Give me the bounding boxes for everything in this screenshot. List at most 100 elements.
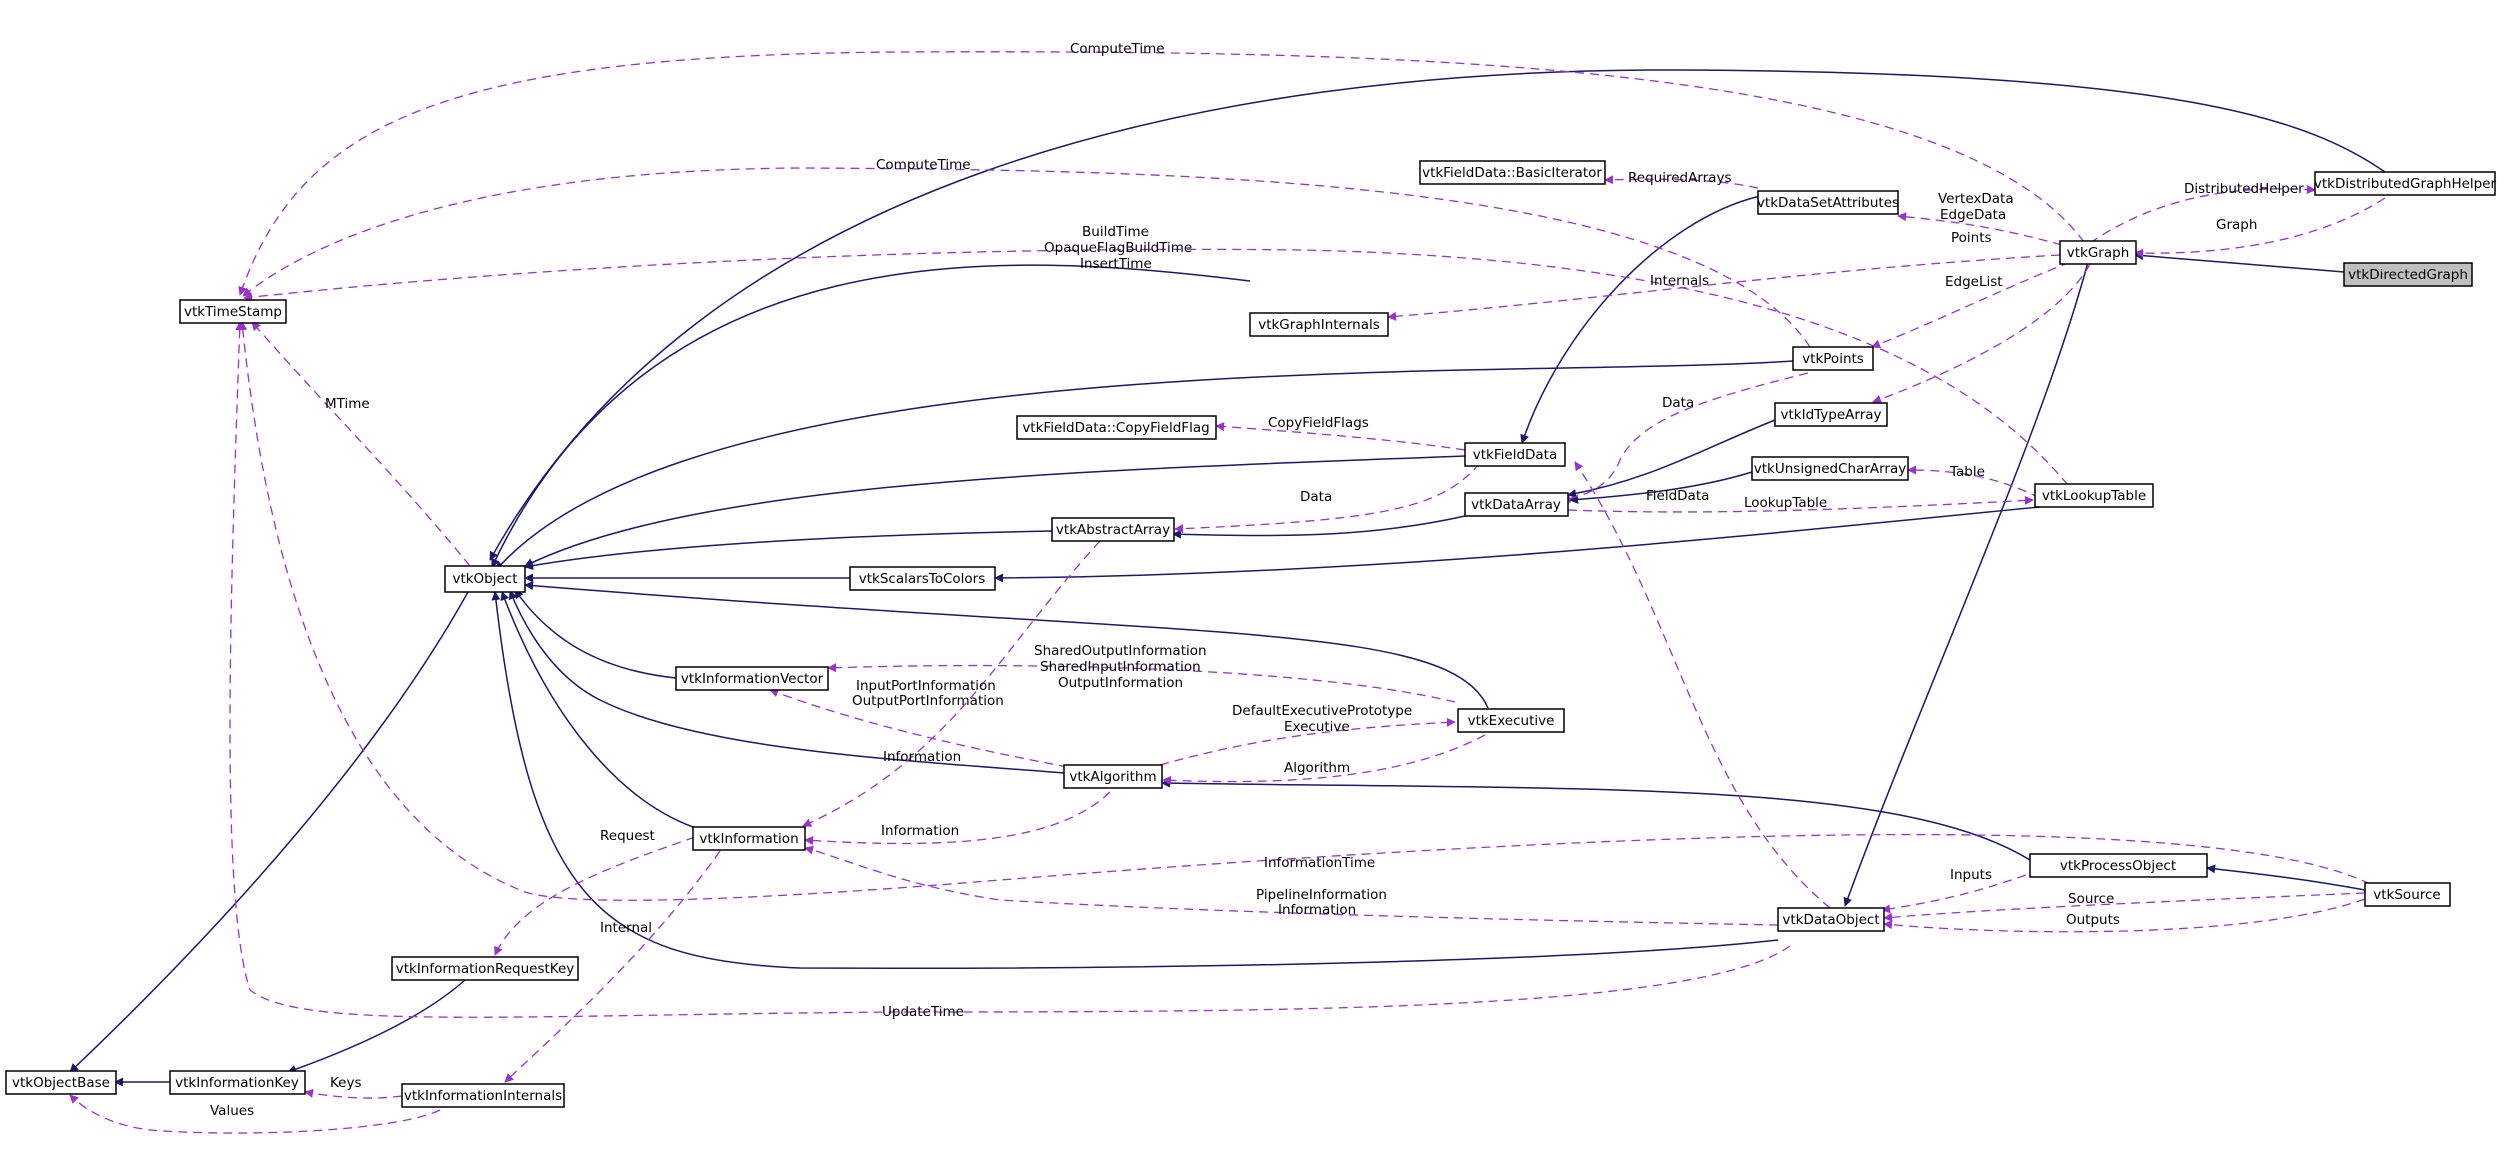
node-vtkinformationinternals[interactable]: vtkInformationInternals — [401, 1083, 565, 1108]
label-values: Values — [210, 1103, 254, 1119]
node-vtkdirectedgraph[interactable]: vtkDirectedGraph — [2343, 262, 2473, 287]
node-vtkfielddata-copyfieldflag[interactable]: vtkFieldData::CopyFieldFlag — [1016, 415, 1217, 440]
node-vtkdataobject[interactable]: vtkDataObject — [1777, 907, 1885, 932]
label-vertex-data: VertexData — [1938, 191, 2014, 207]
node-vtkinformationrequestkey[interactable]: vtkInformationRequestKey — [391, 956, 579, 981]
node-label: vtkInformationVector — [681, 671, 824, 687]
node-vtkdatasetattributes[interactable]: vtkDataSetAttributes — [1757, 190, 1899, 215]
node-label: vtkDataObject — [1782, 912, 1879, 928]
edge-idtypearray-dataarray — [1567, 419, 1776, 498]
edge-distributedhelper-graph — [2134, 197, 2386, 258]
node-vtkgraph[interactable]: vtkGraph — [2059, 240, 2137, 265]
edge-dataarray-abstractarray — [1172, 515, 1466, 539]
edge-graph-points — [1871, 261, 2071, 349]
label-request: Request — [600, 828, 655, 844]
edge-graph-distributedhelper — [2089, 184, 2316, 244]
edge-processobject-algorithm — [1161, 778, 2031, 861]
edge-distributedhelper-object — [489, 69, 2386, 561]
node-label: vtkExecutive — [1468, 713, 1555, 729]
node-vtkfielddata-basiciterator[interactable]: vtkFieldData::BasicIterator — [1419, 160, 1606, 185]
edge-datasetattributes-fielddata — [1520, 195, 1761, 444]
node-vtkobjectbase[interactable]: vtkObjectBase — [5, 1070, 117, 1095]
node-vtkexecutive[interactable]: vtkExecutive — [1457, 708, 1565, 733]
node-label: vtkDataSetAttributes — [1757, 195, 1899, 211]
node-label: vtkAlgorithm — [1069, 769, 1156, 785]
nodes: vtkDirectedGraph vtkGraph vtkDistributed… — [5, 160, 2497, 1108]
node-label: vtkIdTypeArray — [1780, 407, 1881, 423]
label-shared-input-information: SharedInputInformation — [1040, 659, 1201, 675]
node-vtkfielddata[interactable]: vtkFieldData — [1464, 442, 1566, 467]
edge-source-processobject — [2206, 864, 2366, 891]
node-label: vtkFieldData — [1473, 447, 1558, 463]
edge-executive-algorithm — [1162, 734, 1486, 785]
label-outputs: Outputs — [2066, 912, 2120, 928]
node-vtkobject[interactable]: vtkObject — [444, 565, 526, 593]
edge-object-objectbase — [69, 591, 469, 1073]
node-vtkscalarstocolors[interactable]: vtkScalarsToColors — [849, 566, 996, 591]
node-vtkinformation[interactable]: vtkInformation — [692, 826, 806, 851]
label-pipeline-information: PipelineInformation — [1256, 887, 1387, 903]
label-insert-time: InsertTime — [1080, 256, 1152, 272]
node-vtkunsignedchararray[interactable]: vtkUnsignedCharArray — [1751, 456, 1909, 481]
node-label: vtkScalarsToColors — [859, 571, 985, 587]
edge-directedgraph-graph — [2134, 251, 2345, 273]
node-vtkidtypearray[interactable]: vtkIdTypeArray — [1774, 402, 1888, 427]
edge-unsignedchararray-dataarray — [1569, 471, 1753, 504]
edge-lookuptable-unsignedchararray — [1907, 465, 2041, 499]
node-vtkinformationvector[interactable]: vtkInformationVector — [675, 666, 829, 691]
node-label: vtkObject — [452, 571, 517, 587]
node-vtklookuptable[interactable]: vtkLookupTable — [2034, 483, 2154, 508]
edge-executive-object — [524, 581, 1489, 709]
edge-graph-idtypearray — [1872, 263, 2091, 404]
usage-edges — [69, 51, 2386, 1134]
edge-graphinternals-object — [491, 264, 1251, 568]
inheritance-edges — [69, 69, 2386, 1087]
edge-source-dataobject-source — [1883, 892, 2366, 922]
node-label: vtkSource — [2373, 887, 2440, 903]
edge-lookuptable-scalarstocolors — [994, 506, 2041, 583]
node-vtkpoints[interactable]: vtkPoints — [1792, 346, 1874, 371]
edge-algorithm-information-info — [804, 791, 1111, 846]
edge-points-timestamp-computetime — [242, 167, 1811, 348]
label-algorithm: Algorithm — [1284, 760, 1350, 776]
edge-lookuptable-timestamp-buildtime — [243, 248, 2069, 486]
edge-requestkey-informationkey — [287, 979, 466, 1074]
edge-internals-objectbase — [69, 1094, 441, 1134]
node-vtktimestamp[interactable]: vtkTimeStamp — [179, 299, 287, 324]
label-field-data: FieldData — [1646, 488, 1709, 504]
edge-dataobject-object — [491, 591, 1779, 969]
node-vtkabstractarray[interactable]: vtkAbstractArray — [1051, 517, 1175, 542]
node-vtkprocessobject[interactable]: vtkProcessObject — [2029, 853, 2208, 878]
node-vtkalgorithm[interactable]: vtkAlgorithm — [1063, 764, 1163, 789]
edge-source-dataobject-outputs — [1883, 898, 2366, 933]
edge-processobject-dataobject — [1881, 869, 2041, 914]
label-mtime: MTime — [325, 396, 370, 412]
edge-fielddata-abstractarray — [1174, 462, 1481, 534]
label-compute-time-mid: ComputeTime — [876, 157, 971, 173]
node-label: vtkTimeStamp — [184, 304, 282, 320]
edge-source-timestamp-informationtime — [238, 321, 2371, 901]
node-vtkdataarray[interactable]: vtkDataArray — [1464, 492, 1569, 517]
node-label: vtkInformationKey — [175, 1075, 299, 1091]
node-label: vtkAbstractArray — [1056, 522, 1170, 538]
edge-graph-timestamp-computetime — [238, 51, 2085, 296]
label-data-points: Data — [1662, 395, 1694, 411]
label-information-pipe: Information — [1278, 902, 1356, 918]
edge-graph-dataobject — [1843, 261, 2089, 907]
node-vtksource[interactable]: vtkSource — [2364, 882, 2451, 907]
node-vtkgraphinternals[interactable]: vtkGraphInternals — [1249, 312, 1389, 337]
edge-dataobject-information — [804, 845, 1779, 926]
label-information-time: InformationTime — [1264, 855, 1375, 871]
label-internal: Internal — [600, 920, 652, 936]
node-label: vtkPoints — [1802, 351, 1864, 367]
edge-datasetattributes-basiciterator — [1604, 175, 1759, 189]
edge-points-object — [495, 360, 1794, 571]
label-distributed-helper: DistributedHelper — [2184, 181, 2304, 197]
node-label: vtkGraphInternals — [1258, 317, 1380, 333]
node-vtkinformationkey[interactable]: vtkInformationKey — [169, 1070, 306, 1095]
node-vtkdistributedgraphhelper[interactable]: vtkDistributedGraphHelper — [2314, 171, 2497, 196]
node-label: vtkObjectBase — [12, 1075, 110, 1091]
node-label: vtkDataArray — [1471, 497, 1561, 513]
edge-algorithm-informationvector — [769, 688, 1069, 768]
